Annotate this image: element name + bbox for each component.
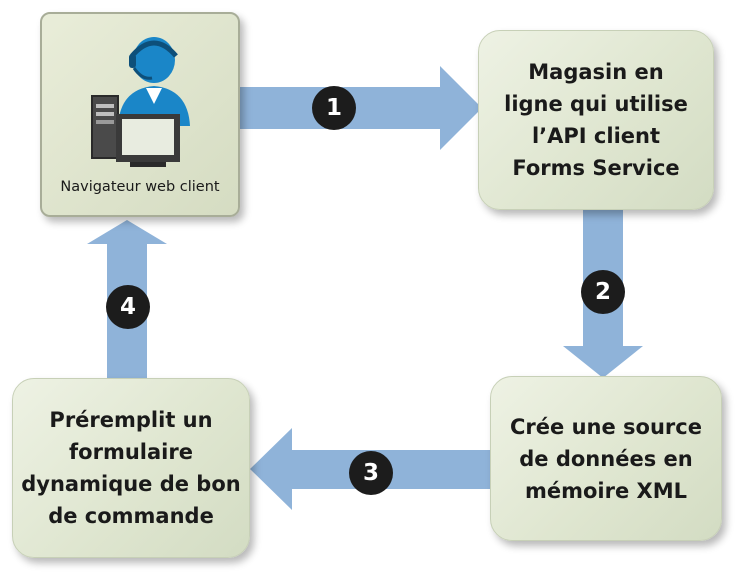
step-1-badge: 1 bbox=[312, 86, 356, 130]
client-browser-label: Navigateur web client bbox=[60, 179, 220, 195]
store-line: ligne qui utilise bbox=[504, 92, 688, 116]
client-browser-node: Navigateur web client bbox=[40, 12, 240, 217]
store-line: Magasin en bbox=[528, 60, 664, 84]
form-line: dynamique de bon bbox=[21, 472, 241, 496]
prefill-form-node: Préremplit un formulaire dynamique de bo… bbox=[12, 378, 250, 558]
store-line: Forms Service bbox=[512, 156, 680, 180]
step-4-badge: 4 bbox=[106, 285, 150, 329]
xml-line: mémoire XML bbox=[524, 478, 687, 503]
user-at-computer-icon bbox=[91, 37, 190, 167]
step-3-badge: 3 bbox=[349, 451, 393, 495]
xml-datasource-node: Crée une source de données en mémoire XM… bbox=[490, 376, 722, 541]
xml-line: Crée une source bbox=[510, 414, 702, 439]
arrow-step-1 bbox=[238, 66, 482, 150]
store-line: l’API client bbox=[531, 124, 661, 148]
form-line: Préremplit un bbox=[49, 408, 213, 432]
xml-line: de données en bbox=[519, 446, 693, 471]
form-line: de commande bbox=[48, 504, 214, 528]
step-2-badge: 2 bbox=[581, 270, 625, 314]
form-line: formulaire bbox=[69, 440, 193, 464]
online-store-node: Magasin en ligne qui utilise l’API clien… bbox=[478, 30, 714, 210]
